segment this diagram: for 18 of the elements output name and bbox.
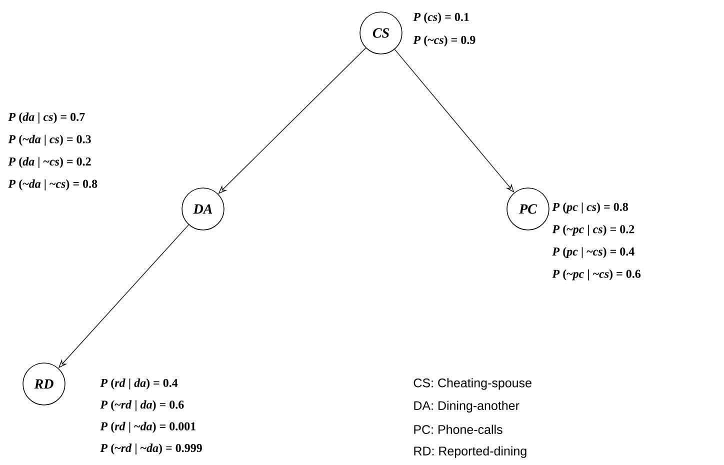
- legend-text: RD: Reported-dining: [414, 446, 526, 458]
- probability-text: P (~pc | ~cs) = 0.6: [552, 269, 641, 280]
- probability-text: P (~rd | ~da) = 0.999: [100, 444, 202, 455]
- probability-text: P (~rd | da) = 0.6: [100, 400, 184, 412]
- probability-text: P (rd | ~da) = 0.001: [100, 422, 196, 433]
- legend-text: PC: Phone-calls: [414, 424, 502, 434]
- probability-text: P (~da | ~cs) = 0.8: [8, 179, 98, 190]
- probability-text: P (~pc | cs) = 0.2: [552, 224, 634, 236]
- legend-text: DA: Dining-another: [414, 400, 520, 412]
- legend-text: CS: Cheating-spouse: [414, 378, 532, 390]
- probability-text: P (~da | cs) = 0.3: [8, 134, 91, 146]
- probability-text: P (pc | cs) = 0.8: [552, 202, 628, 214]
- probability-text: P (da | cs) = 0.7: [8, 112, 85, 124]
- probability-text: P (~cs) = 0.9: [413, 36, 476, 46]
- probability-text: P (rd | da) = 0.4: [100, 378, 178, 390]
- probability-text: P (pc | ~cs) = 0.4: [552, 247, 634, 258]
- probability-text: P (da | ~cs) = 0.2: [8, 157, 91, 168]
- probability-text: P (cs) = 0.1: [413, 12, 469, 24]
